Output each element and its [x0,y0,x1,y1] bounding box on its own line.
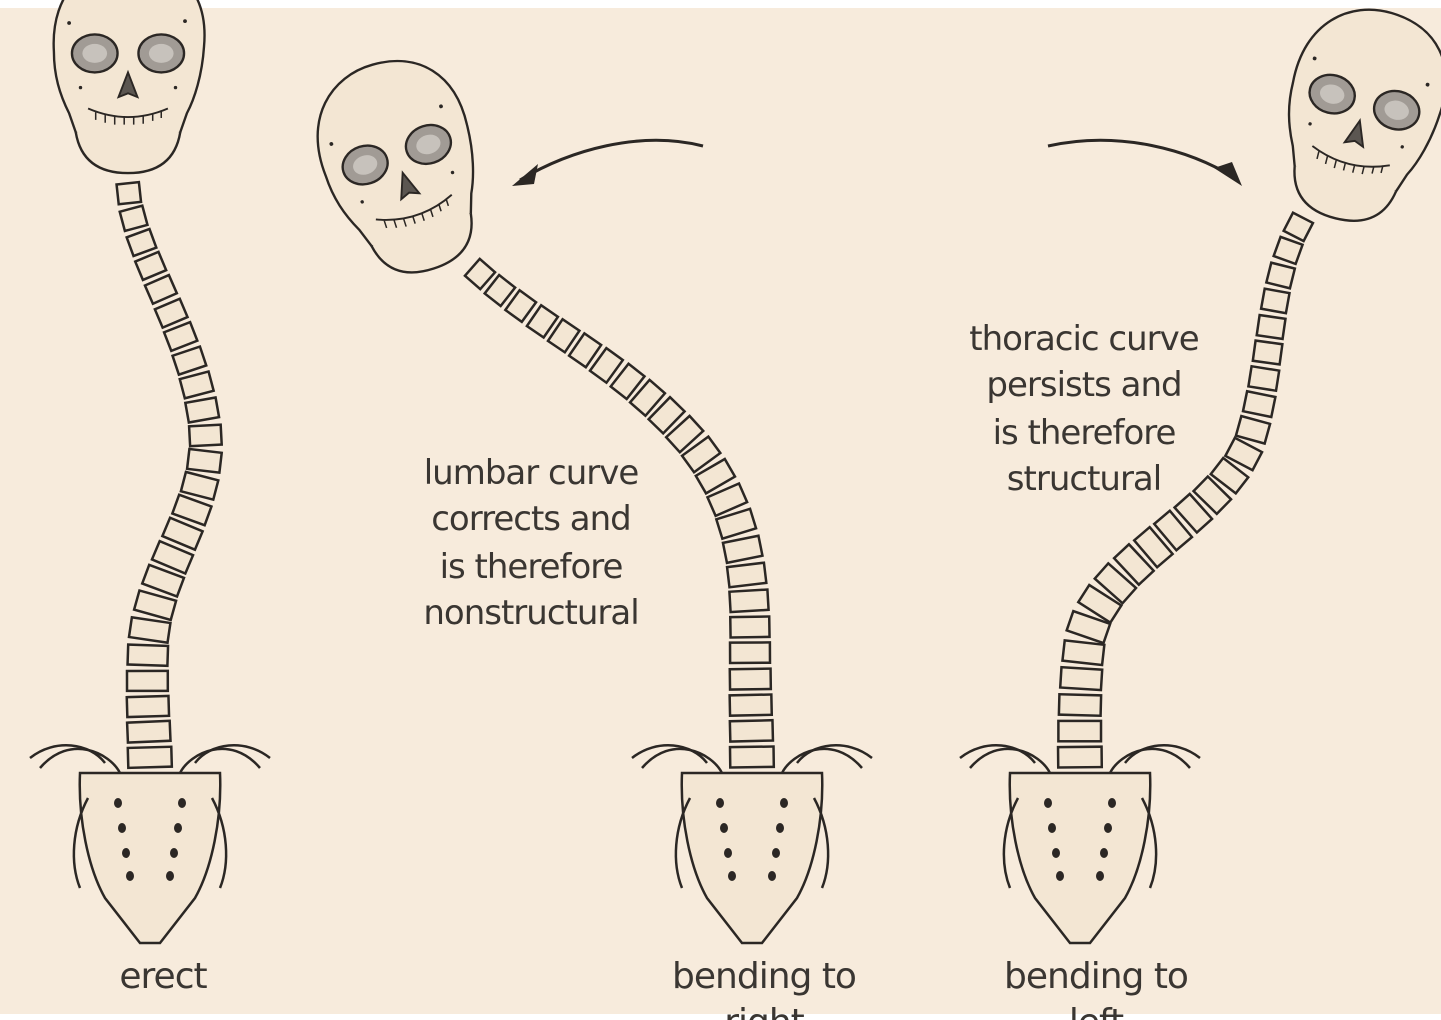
vertebra [181,472,218,500]
vertebra [1060,667,1102,690]
vertebra [1243,391,1275,417]
vertebra [117,182,141,204]
vertebra [730,694,772,715]
vertebra [189,425,222,447]
caption-bending-left: bending to [1004,956,1188,997]
vertebra [135,252,166,280]
vertebra [129,617,170,642]
vertebra [1274,237,1303,264]
note-line-1: thoracic curve [969,319,1198,359]
skull-icon [54,0,205,173]
vertebra [1261,289,1289,314]
vertebra [1236,416,1270,444]
pelvis-icon [960,745,1200,943]
vertebra [1266,263,1294,289]
caption-erect: erect [119,956,207,997]
arrow-right-icon [1048,140,1242,186]
pelvis-icon [30,745,270,943]
vertebra [1059,694,1101,715]
vertebra [1257,315,1286,339]
vertebra [723,536,763,563]
caption-bending-left-cut: left [1069,1002,1124,1020]
vertebra [730,642,770,663]
spine-erect [117,182,222,768]
vertebra [164,322,197,351]
vertebra [729,590,768,612]
vertebra [1062,640,1104,665]
arrow-left-icon [512,140,703,186]
vertebra [187,449,222,473]
vertebra [730,720,773,741]
vertebra [180,371,214,398]
vertebra [120,206,148,231]
note-line-1: lumbar curve [424,453,639,493]
caption-bending-right-cut: right [724,1002,804,1020]
vertebra [128,645,169,666]
note-line-3: is therefore [993,413,1176,453]
vertebra [1058,747,1102,768]
note-line-2: persists and [986,365,1181,405]
vertebra [145,275,177,304]
skull-icon [1263,0,1441,237]
vertebra [1058,721,1101,741]
vertebra [127,696,169,717]
vertebra [727,563,766,588]
vertebra [127,229,157,256]
vertebra [1253,341,1283,365]
note-line-3: is therefore [440,547,623,587]
vertebra [127,721,170,743]
vertebra [730,669,771,690]
note-line-4: structural [1007,459,1161,499]
vertebra [1284,213,1313,241]
vertebra [185,398,219,423]
figure-bending-left: thoracic curve persists and is therefore… [960,0,1441,1020]
vertebra [173,347,207,375]
note-line-4: nonstructural [423,593,638,633]
figure-erect: erect [30,0,270,997]
vertebra [730,617,769,638]
pelvis-icon [632,745,872,943]
skull-icon [297,42,506,291]
vertebra [730,747,774,768]
vertebra [127,671,168,691]
vertebra [128,747,172,768]
caption-bending-right: bending to [672,956,856,997]
vertebra [1248,366,1279,390]
figure-bending-right: lumbar curve corrects and is therefore n… [297,42,872,1020]
vertebra [155,299,188,328]
note-line-2: corrects and [431,499,631,539]
